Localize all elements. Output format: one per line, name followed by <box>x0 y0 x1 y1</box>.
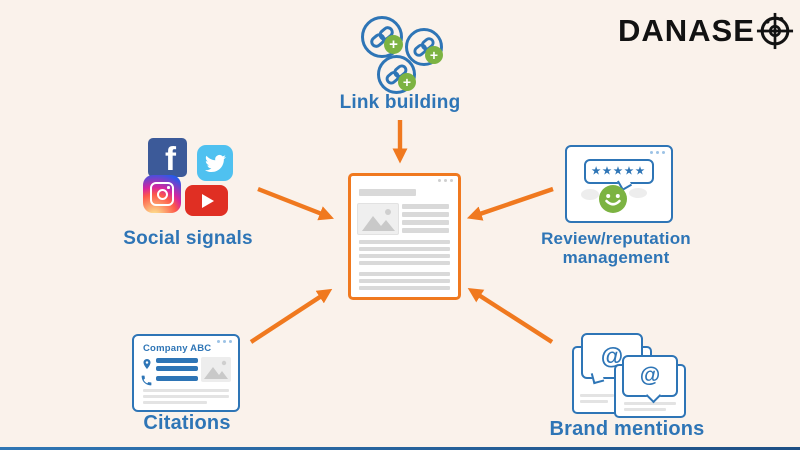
logo-text: DANASE <box>618 13 755 48</box>
facebook-icon: f <box>148 138 187 177</box>
social-signals-label: Social signals <box>123 228 253 249</box>
instagram-icon <box>143 175 181 213</box>
citations-label: Citations <box>143 412 231 434</box>
play-icon <box>202 193 214 208</box>
plus-badge-icon: + <box>384 35 403 54</box>
location-pin-icon <box>143 359 151 369</box>
window-controls-icon <box>217 340 232 343</box>
at-symbol: @ <box>600 342 624 369</box>
five-stars: ★★★★★ <box>591 166 647 177</box>
window-controls-icon <box>650 151 665 154</box>
window-controls-icon <box>438 179 453 182</box>
webpage-document-icon <box>348 173 461 300</box>
at-symbol: @ <box>639 364 661 387</box>
plus-badge-icon: + <box>398 73 416 91</box>
youtube-icon <box>185 185 228 216</box>
plus-badge-icon: + <box>425 46 443 64</box>
review-reputation-label-line2: management <box>562 248 670 267</box>
brand-mentions-label: Brand mentions <box>549 418 705 440</box>
image-placeholder-icon <box>357 203 399 235</box>
chain-link-icon <box>377 55 416 94</box>
smiley-face-icon <box>599 185 627 213</box>
logo: DANASE <box>618 12 794 50</box>
arrow-review-reputation <box>466 186 554 221</box>
listing-title: Company ABC <box>143 343 212 354</box>
bottom-accent-bar <box>0 447 800 450</box>
arrow-brand-mentions <box>467 287 554 344</box>
at-mention-bubble-icon: @ <box>622 355 678 397</box>
image-placeholder-icon <box>201 357 231 382</box>
facebook-f-glyph: f <box>165 140 176 177</box>
phone-icon <box>141 375 152 386</box>
twitter-icon <box>197 145 233 181</box>
arrow-social-signals <box>257 186 334 221</box>
target-crosshair-icon <box>756 12 793 50</box>
arrow-citations <box>249 288 333 344</box>
review-window-icon: ★★★★★ <box>565 145 673 223</box>
link-building-label: Link building <box>339 92 461 113</box>
review-reputation-label-line1: Review/reputation <box>541 229 691 248</box>
citation-listing-icon: Company ABC <box>132 334 240 412</box>
